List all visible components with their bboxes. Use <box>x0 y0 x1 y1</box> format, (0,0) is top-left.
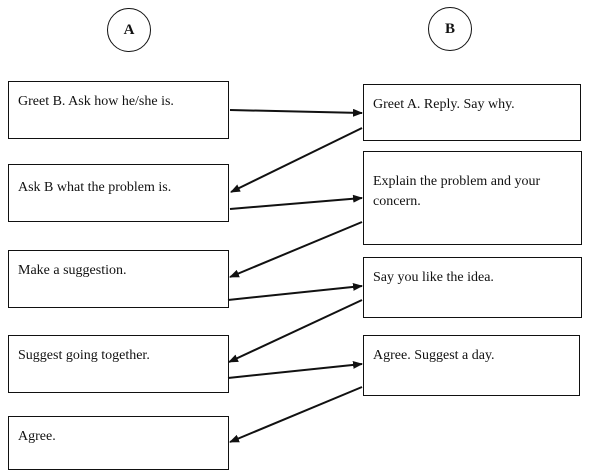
b-step-2-box: Explain the problem and your concern. <box>363 151 582 245</box>
b-step-4-text: Agree. Suggest a day. <box>373 348 495 363</box>
arrow-a1-to-b1 <box>229 108 363 117</box>
a-step-2-text: Ask B what the problem is. <box>18 180 172 195</box>
speaker-b-circle: B <box>428 7 472 51</box>
arrow-a4-to-b4 <box>227 360 363 379</box>
a-step-4-text: Suggest going together. <box>18 348 150 363</box>
arrow-a2-to-b2 <box>229 194 363 210</box>
speaker-b-label: B <box>444 20 455 37</box>
arrow-b1-to-a2 <box>230 127 363 193</box>
a-step-3-text: Make a suggestion. <box>18 263 127 278</box>
b-step-4-box: Agree. Suggest a day. <box>363 335 580 396</box>
b-step-2-text: Explain the problem and your concern. <box>373 174 541 209</box>
b-step-3-text: Say you like the idea. <box>373 270 494 285</box>
arrow-b3-to-a4 <box>228 299 363 363</box>
b-step-3-box: Say you like the idea. <box>363 257 582 318</box>
speaker-a-label: A <box>123 21 135 38</box>
a-step-5-box: Agree. <box>8 416 229 470</box>
a-step-4-box: Suggest going together. <box>8 335 229 393</box>
b-step-1-text: Greet A. Reply. Say why. <box>373 97 515 112</box>
a-step-1-box: Greet B. Ask how he/she is. <box>8 81 229 139</box>
speaker-a-circle: A <box>107 8 151 52</box>
arrow-b4-to-a5 <box>229 386 363 443</box>
a-step-1-text: Greet B. Ask how he/she is. <box>18 94 174 109</box>
a-step-5-text: Agree. <box>18 429 56 444</box>
arrow-b2-to-a3 <box>229 221 363 278</box>
a-step-3-box: Make a suggestion. <box>8 250 229 308</box>
arrow-a3-to-b3 <box>227 282 363 301</box>
b-step-1-box: Greet A. Reply. Say why. <box>363 84 581 141</box>
a-step-2-box: Ask B what the problem is. <box>8 164 229 222</box>
